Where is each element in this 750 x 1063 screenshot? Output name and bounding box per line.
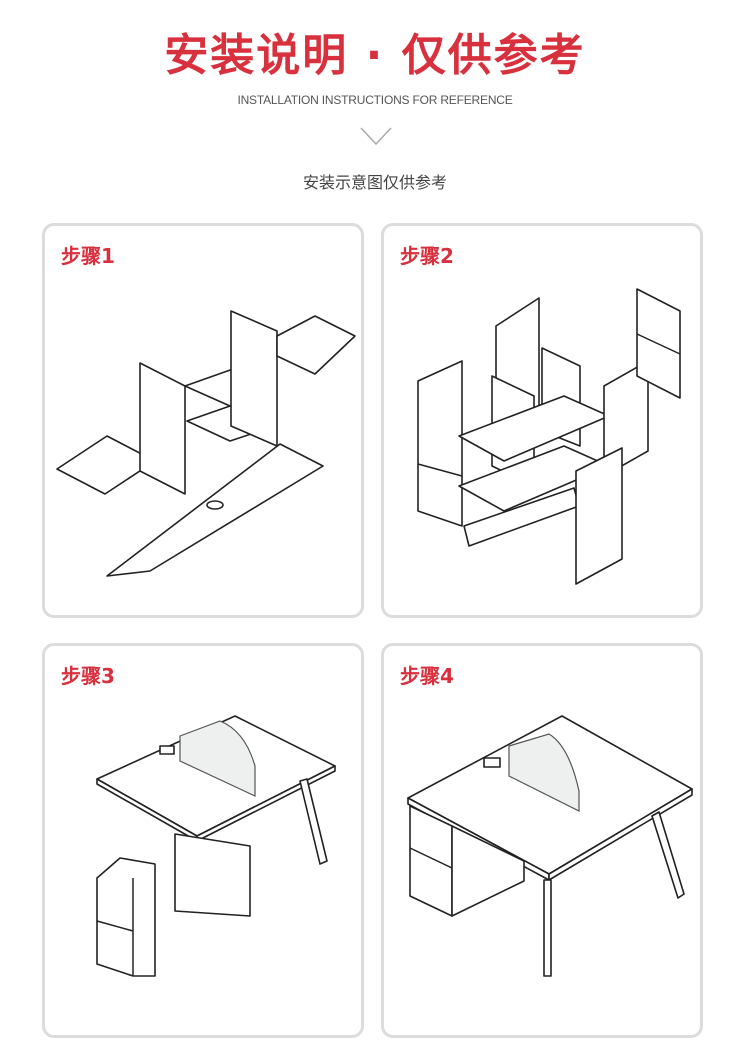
step-label: 步骤1 bbox=[61, 244, 115, 268]
step-1-diagram bbox=[56, 310, 356, 577]
step-card-1: 步骤1 bbox=[42, 223, 364, 618]
page-title: 安装说明 · 仅供参考 bbox=[164, 30, 586, 81]
reference-note: 安装示意图仅供参考 bbox=[302, 173, 447, 192]
step-4-diagram bbox=[407, 715, 693, 977]
step-2-diagram bbox=[417, 288, 681, 585]
step-card-3: 步骤3 bbox=[42, 643, 364, 1038]
step-card-4: 步骤4 bbox=[381, 643, 703, 1038]
step-label: 步骤4 bbox=[400, 664, 454, 688]
step-label: 步骤2 bbox=[400, 244, 454, 268]
step-3-diagram bbox=[96, 715, 336, 977]
step-label: 步骤3 bbox=[61, 664, 115, 688]
page-subtitle: INSTALLATION INSTRUCTIONS FOR REFERENCE bbox=[237, 93, 513, 107]
chevron-down-icon bbox=[360, 127, 392, 146]
step-card-2: 步骤2 bbox=[381, 223, 703, 618]
